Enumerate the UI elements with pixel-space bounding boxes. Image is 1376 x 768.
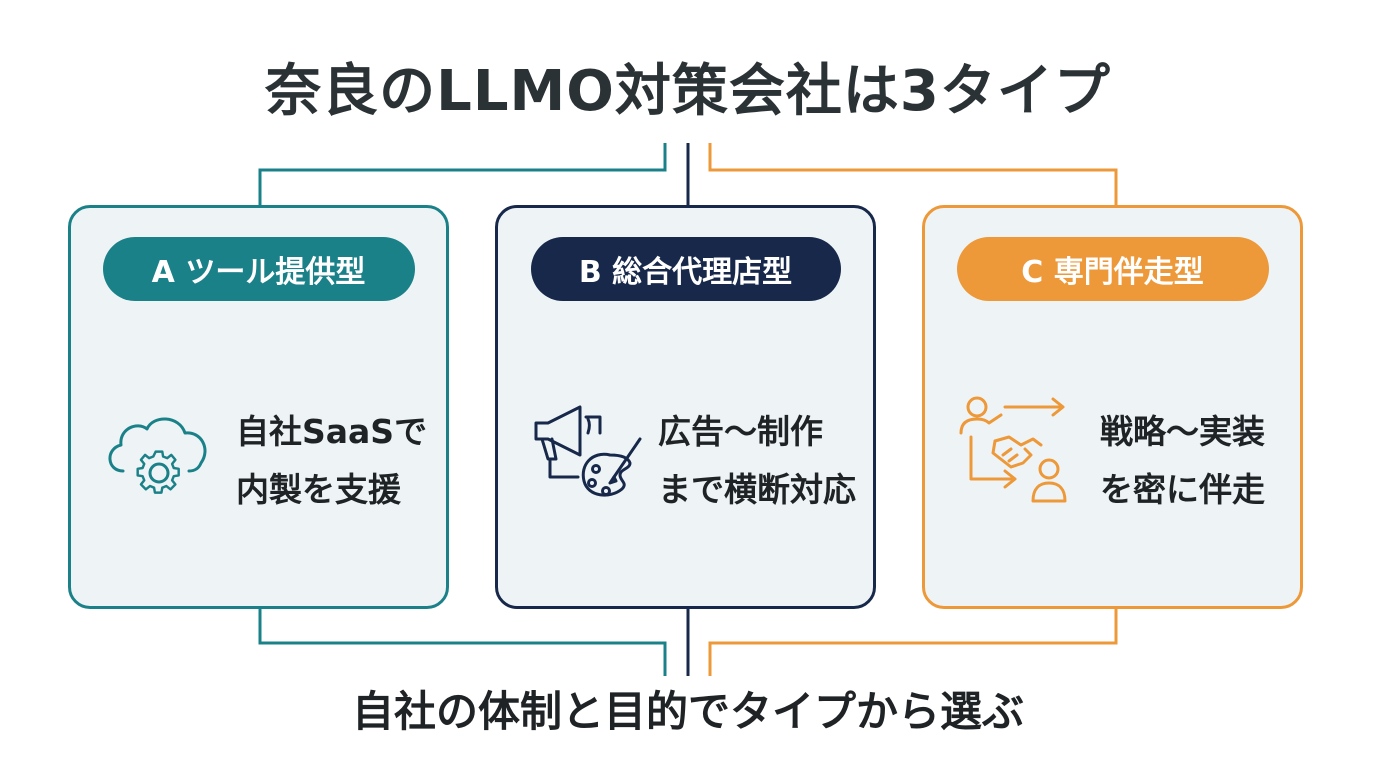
diagram-title: 奈良のLLMO対策会社は3タイプ xyxy=(265,59,1111,124)
type-c-line-2: を密に伴走 xyxy=(1100,470,1265,509)
type-b-line-1: 広告〜制作 xyxy=(658,412,823,451)
type-a-label: A ツール提供型 xyxy=(102,237,415,301)
connector-bottom-c xyxy=(708,609,1118,676)
megaphone-palette-icon xyxy=(534,405,642,497)
type-c-line-1: 戦略〜実装 xyxy=(1100,412,1265,451)
card-tool-provider: A ツール提供型 自社SaaSで 内製を支援 xyxy=(68,205,449,609)
connector-bottom-a xyxy=(258,609,667,676)
connector-top-c xyxy=(708,143,1118,205)
connector-top-a xyxy=(258,143,667,205)
type-b-description: 広告〜制作 まで横断対応 xyxy=(658,403,856,519)
type-b-label: B 総合代理店型 xyxy=(530,237,841,301)
type-c-label: C 専門伴走型 xyxy=(956,237,1269,301)
cloud-gear-icon xyxy=(108,417,207,494)
type-b-line-2: まで横断対応 xyxy=(658,470,856,509)
type-c-description: 戦略〜実装 を密に伴走 xyxy=(1100,403,1265,519)
type-a-line-2: 内製を支援 xyxy=(236,470,401,509)
card-full-service-agency: B 総合代理店型 広告〜制作 まで横断対応 xyxy=(495,205,876,609)
handshake-arrows-icon xyxy=(959,396,1067,503)
card-specialist-partner: C 専門伴走型 戦略〜実装 を密に伴走 xyxy=(922,205,1303,609)
type-a-description: 自社SaaSで 内製を支援 xyxy=(236,403,427,519)
footer-caption: 自社の体制と目的でタイプから選ぶ xyxy=(351,687,1024,736)
type-a-line-1: 自社SaaSで xyxy=(236,412,428,451)
